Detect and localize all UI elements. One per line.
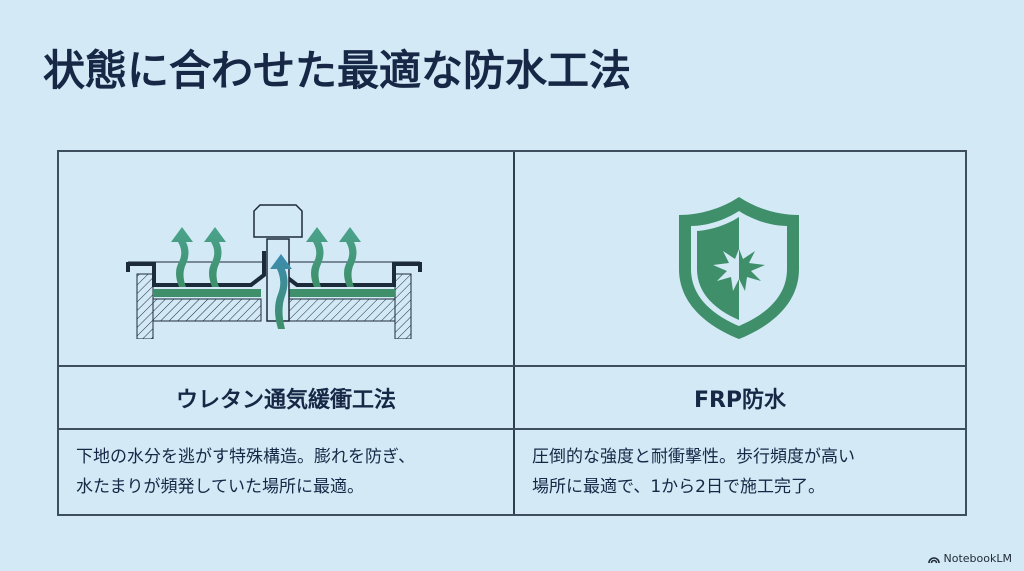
row-divider: [59, 365, 965, 367]
description-line: 圧倒的な強度と耐衝撃性。歩行頻度が高い: [532, 447, 855, 467]
frp-illustration-cell: [515, 152, 965, 365]
frp-description-cell: 圧倒的な強度と耐衝撃性。歩行頻度が高い 場所に最適で、1から2日で施工完了。: [515, 430, 965, 514]
description-line: 場所に最適で、1から2日で施工完了。: [532, 477, 825, 497]
urethane-heading-cell: ウレタン通気緩衝工法: [59, 367, 513, 428]
column-heading: FRP防水: [693, 387, 787, 413]
description-line: 下地の水分を逃がす特殊構造。膨れを防ぎ、: [76, 447, 416, 467]
shield-impact-icon: [679, 196, 799, 339]
vented-roof-diagram-icon: [126, 203, 422, 339]
urethane-description-cell: 下地の水分を逃がす特殊構造。膨れを防ぎ、 水たまりが頻発していた場所に最適。: [59, 430, 513, 514]
urethane-illustration-cell: [59, 152, 513, 365]
brand-label: NotebookLM: [943, 552, 1012, 565]
frp-heading-cell: FRP防水: [515, 367, 965, 428]
column-heading: ウレタン通気緩衝工法: [175, 387, 396, 413]
notebooklm-logo-icon: [927, 557, 940, 563]
row-divider: [59, 428, 965, 430]
page-title: 状態に合わせた最適な防水工法: [43, 46, 632, 95]
notebooklm-watermark: NotebookLM: [927, 552, 1012, 565]
description-line: 水たまりが頻発していた場所に最適。: [76, 477, 364, 497]
comparison-table: ウレタン通気緩衝工法 FRP防水 下地の水分を逃がす特殊構造。膨れを防ぎ、 水た…: [57, 150, 967, 516]
column-divider: [513, 152, 515, 514]
